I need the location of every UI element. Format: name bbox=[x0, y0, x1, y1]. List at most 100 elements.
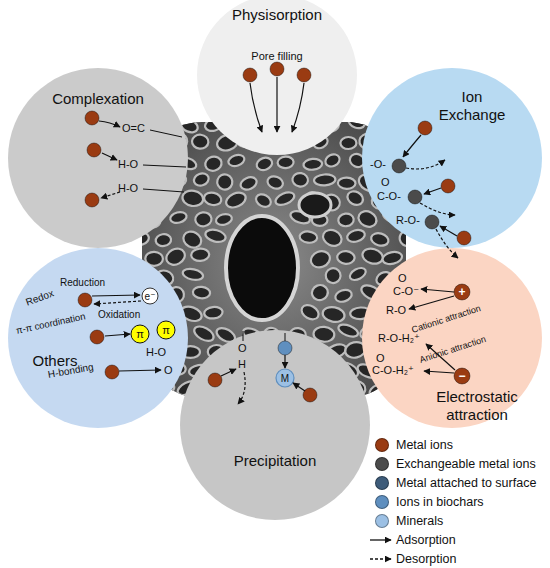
legend-text: Minerals bbox=[396, 512, 443, 530]
pore bbox=[164, 245, 188, 267]
pore bbox=[254, 192, 273, 209]
pore bbox=[266, 174, 285, 191]
circle-fill bbox=[180, 330, 370, 520]
legend-row: Metal attached to surface bbox=[368, 474, 550, 492]
legend-text: Exchangeable metal ions bbox=[396, 455, 536, 473]
circle-outline bbox=[362, 68, 542, 248]
pore bbox=[356, 208, 379, 230]
mechanism-title: Electrostatic attraction bbox=[422, 388, 532, 424]
legend-text: Adsorption bbox=[396, 531, 456, 549]
pore bbox=[299, 193, 331, 217]
biochar-ion bbox=[278, 341, 292, 355]
pi-symbol bbox=[131, 325, 149, 343]
large-pore bbox=[226, 216, 298, 320]
metal-ion bbox=[90, 330, 104, 344]
metal-ion bbox=[454, 368, 470, 384]
metal-ion bbox=[85, 111, 99, 125]
chem-label: C-O⁻ bbox=[393, 285, 419, 298]
pore bbox=[239, 175, 259, 192]
metal-ion bbox=[441, 179, 455, 193]
chem-label: M bbox=[281, 372, 289, 385]
chem-label: O bbox=[398, 272, 407, 285]
metal-ion bbox=[208, 373, 222, 387]
pore bbox=[204, 155, 223, 173]
pore bbox=[337, 251, 355, 265]
pore bbox=[337, 322, 360, 339]
pore bbox=[310, 283, 330, 303]
legend-swatch bbox=[375, 476, 389, 490]
pore bbox=[192, 286, 210, 299]
circle-fill bbox=[362, 68, 542, 248]
legend-text: Metal attached to surface bbox=[396, 474, 536, 492]
exchangeable-ion bbox=[425, 215, 439, 229]
exchangeable-ion bbox=[392, 159, 406, 173]
pore bbox=[308, 248, 332, 270]
bond-line bbox=[285, 333, 286, 341]
chem-label: C-O-H₂⁺ bbox=[372, 364, 414, 377]
pore bbox=[320, 227, 344, 249]
pore bbox=[346, 228, 366, 244]
legend-row: Metal ions bbox=[368, 436, 550, 454]
pore bbox=[347, 122, 366, 130]
arrow-sample bbox=[368, 550, 396, 568]
pore bbox=[338, 213, 355, 227]
pore bbox=[274, 190, 296, 207]
metal-ion bbox=[87, 143, 101, 157]
chem-label: H-O bbox=[146, 346, 166, 359]
bond-line bbox=[243, 331, 244, 341]
metal-ion bbox=[297, 68, 311, 82]
chem-label: C-O- bbox=[377, 190, 401, 203]
legend-swatch bbox=[375, 438, 389, 452]
circle-fill bbox=[362, 248, 542, 428]
legend-swatch bbox=[375, 457, 389, 471]
pore bbox=[215, 212, 233, 226]
metal-ion bbox=[270, 62, 284, 76]
pore bbox=[340, 137, 356, 149]
legend-text: Desorption bbox=[396, 550, 456, 568]
metal-ion bbox=[78, 293, 92, 307]
chem-label: H-O bbox=[118, 182, 138, 195]
pore bbox=[338, 177, 356, 189]
mechanism-title: Complexation bbox=[38, 90, 158, 108]
pore bbox=[203, 191, 223, 207]
chem-label: π bbox=[136, 328, 144, 341]
pore bbox=[323, 152, 341, 169]
circle-fill bbox=[197, 0, 357, 155]
pore bbox=[155, 233, 172, 247]
chem-label: + bbox=[458, 286, 465, 299]
pore bbox=[348, 266, 368, 283]
pore bbox=[182, 267, 204, 281]
pore bbox=[255, 156, 274, 172]
pore bbox=[370, 231, 390, 247]
legend-swatch bbox=[375, 514, 389, 528]
chem-label: O bbox=[376, 352, 385, 365]
circle-fill bbox=[8, 248, 188, 428]
mechanism-title: Physisorption bbox=[197, 6, 357, 24]
pore bbox=[345, 189, 365, 208]
chem-label: -O- bbox=[370, 158, 386, 171]
desorption-sample bbox=[370, 558, 391, 559]
pore bbox=[192, 324, 216, 344]
legend-row: Exchangeable metal ions bbox=[368, 455, 550, 473]
pore bbox=[314, 174, 336, 186]
exchangeable-ion bbox=[408, 190, 422, 204]
chem-label: O bbox=[164, 364, 173, 377]
metal-ion bbox=[105, 365, 119, 379]
pore bbox=[181, 189, 204, 207]
legend-text: Ions in biochars bbox=[396, 493, 484, 511]
pore bbox=[361, 246, 385, 265]
pore bbox=[227, 153, 246, 168]
pore bbox=[191, 248, 210, 261]
pore bbox=[224, 190, 248, 211]
pore bbox=[299, 230, 318, 243]
pore bbox=[334, 288, 354, 304]
pore bbox=[169, 210, 188, 224]
pore bbox=[191, 134, 209, 149]
pore bbox=[381, 250, 403, 266]
mechanism-circle: Complexation bbox=[8, 68, 188, 248]
adsorption-sample bbox=[370, 539, 391, 540]
mechanism-circle: Ion Exchange bbox=[362, 68, 542, 248]
chem-label: − bbox=[458, 370, 465, 383]
metal-ion bbox=[303, 388, 317, 402]
